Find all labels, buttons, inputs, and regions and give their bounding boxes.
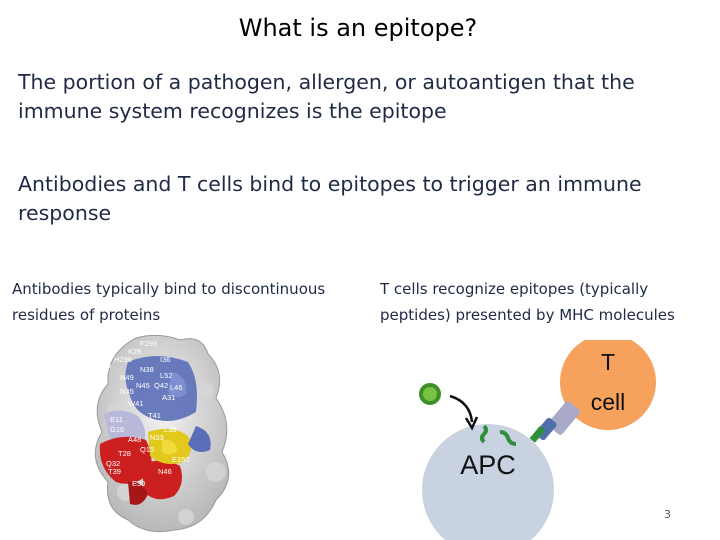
apc-t-cell-diagram: APC T cell [419,340,656,540]
protein-surface-image: F293 K29 E12 H296 I36 T43 L52 N38 N45 Q4… [82,334,230,533]
t-cell-label-line2: cell [591,389,626,415]
residue-label: N46 [158,467,172,476]
arrow-head-icon [464,416,479,431]
arrow-icon [449,394,474,423]
residue-label: G16 [110,425,124,434]
paragraph-immune-response: Antibodies and T cells bind to epitopes … [18,172,642,225]
residue-label: Q15 [140,445,154,454]
residue-label: T43 [98,361,111,370]
residue-label: F293 [140,339,157,348]
residue-label: N33 [150,433,164,442]
paragraph-epitope-definition: The portion of a pathogen, allergen, or … [18,70,635,123]
peptide-icon [499,430,517,446]
residue-label: Q32 [106,459,120,468]
residue-label: T41 [148,411,161,420]
t-cell-label: T [601,349,615,375]
residue-label: Q42 [154,381,168,390]
residue-label: I36 [160,355,170,364]
residue-label: N38 [140,365,154,374]
antibody-caption: Antibodies typically bind to discontinuo… [12,280,326,324]
residue-label: E30 [132,479,145,488]
t-cell-caption: T cells recognize epitopes (typically pe… [380,280,675,324]
residue-label: N35 [120,387,134,396]
residue-label: W41 [128,399,143,408]
apc-cell [422,424,554,540]
residue-label: L52 [160,371,173,380]
residue-label: E326 [82,427,100,436]
residue-label: L38 [164,425,177,434]
residue-label: T28 [118,449,131,458]
residue-label: K29 [128,347,141,356]
residue-label: L46 [170,383,183,392]
peptide-icon [480,424,488,444]
t-cell [560,340,656,430]
residue-label: H296 [114,355,132,364]
free-epitope-icon [419,383,441,405]
residue-label: E12 [92,351,105,360]
slide-number: 3 [664,508,671,521]
apc-label: APC [460,450,516,480]
residue-label: N45 [136,381,150,390]
residue-label: E150 [172,455,190,464]
residue-label: A31 [162,393,175,402]
mhc-receptor-icon [529,401,580,443]
residue-label: T39 [108,467,121,476]
residue-label: N49 [120,373,134,382]
residue-label: A48 [128,435,141,444]
residue-label: E11 [110,415,123,424]
slide-title: What is an epitope? [238,14,478,42]
